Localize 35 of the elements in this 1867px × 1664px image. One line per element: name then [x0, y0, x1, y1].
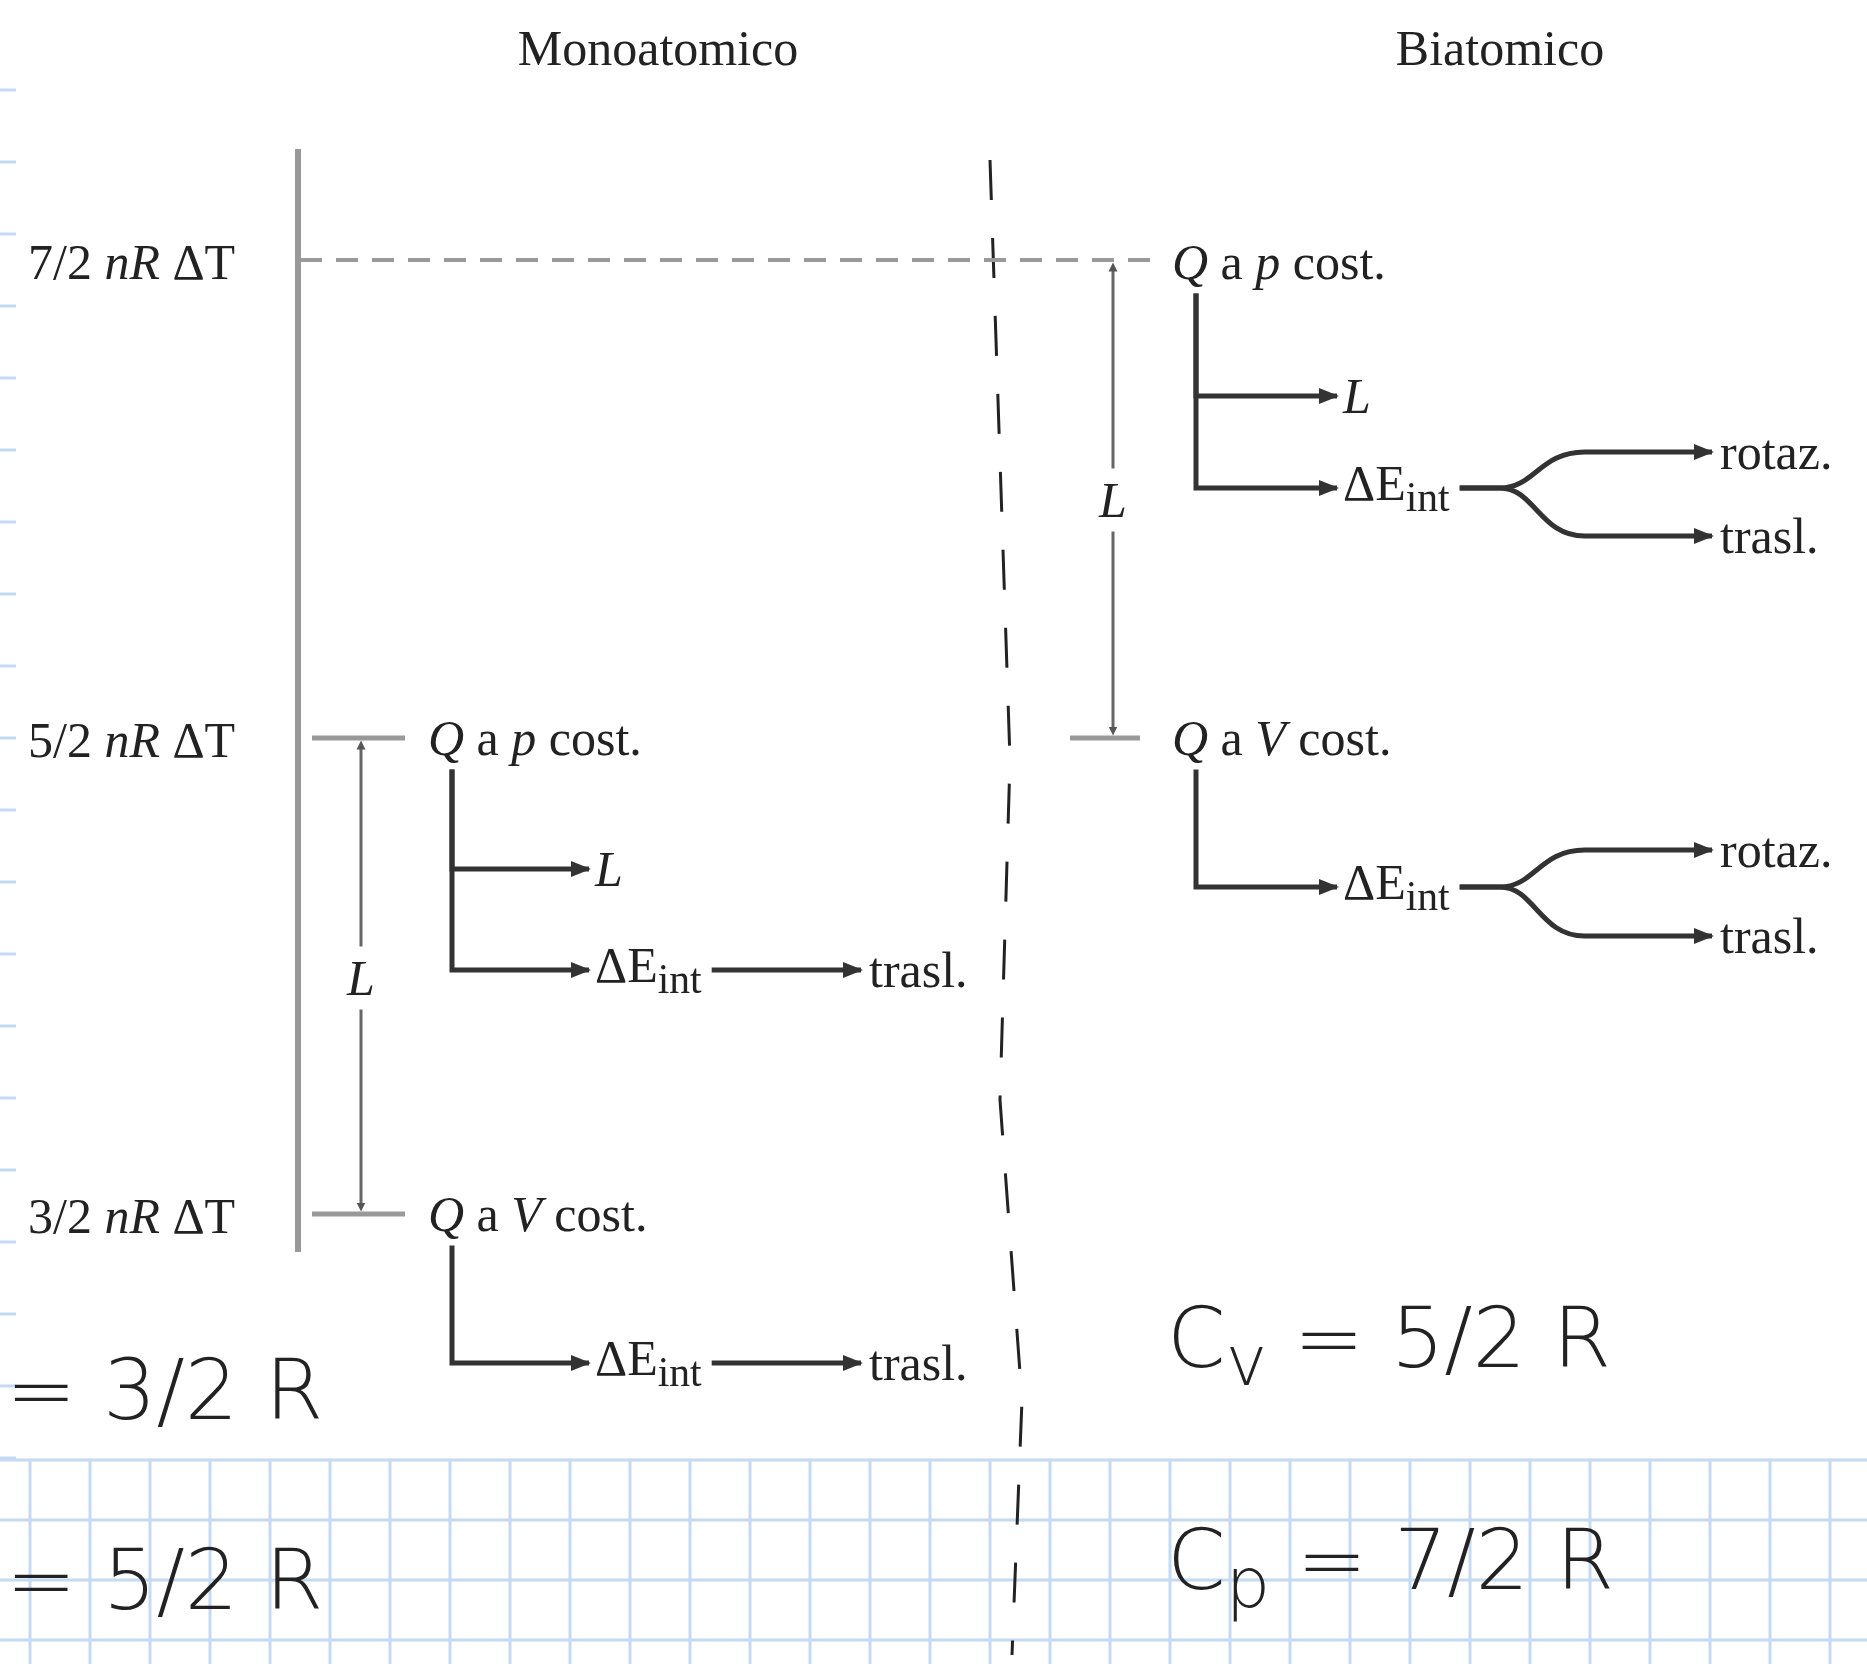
arrow	[1193, 769, 1339, 895]
arrow	[711, 1355, 863, 1371]
handwritten-formula: = 3/2 R	[6, 1343, 324, 1437]
term-label: trasl.	[869, 942, 968, 998]
term-label: trasl.	[1720, 908, 1819, 964]
term-label: ΔE$_{int}$	[595, 937, 702, 1003]
term-label: L	[595, 841, 623, 897]
heading: Biatomico	[1395, 20, 1605, 76]
term-label: trasl.	[869, 1335, 968, 1391]
level-label: 5/2 nR ΔT	[28, 712, 236, 768]
term-label: rotaz.	[1720, 822, 1833, 878]
arrow	[1459, 485, 1714, 544]
level-label: 3/2 nR ΔT	[28, 1188, 236, 1244]
term-label: Q a p cost.	[1172, 234, 1386, 290]
handwritten-formula: C$_{v}$ = 5/2 R	[1167, 1292, 1612, 1400]
term-label: ΔE$_{int}$	[595, 1330, 702, 1396]
term-label: Q a V cost.	[428, 1186, 648, 1242]
term-label: Q a V cost.	[1172, 710, 1392, 766]
term-label: rotaz.	[1720, 424, 1833, 480]
dimension-label: L	[1099, 468, 1127, 532]
level-label: 7/2 nR ΔT	[28, 234, 236, 290]
term-label: trasl.	[1720, 508, 1819, 564]
term-label: ΔE$_{int}$	[1343, 854, 1450, 920]
arrow	[1459, 884, 1714, 944]
arrow	[449, 769, 591, 978]
term-label: Q a p cost.	[428, 710, 642, 766]
arrow	[1193, 293, 1339, 496]
term-label: ΔE$_{int}$	[1343, 455, 1450, 521]
arrow	[449, 1245, 591, 1371]
arrow	[711, 962, 863, 978]
heading: Monoatomico	[517, 20, 799, 76]
handwritten-formula: = 5/2 R	[6, 1533, 324, 1627]
handwritten-formula: C$_{p}$ = 7/2 R	[1167, 1514, 1615, 1622]
term-label: L	[1343, 368, 1371, 424]
dimension-label: L	[347, 946, 375, 1010]
